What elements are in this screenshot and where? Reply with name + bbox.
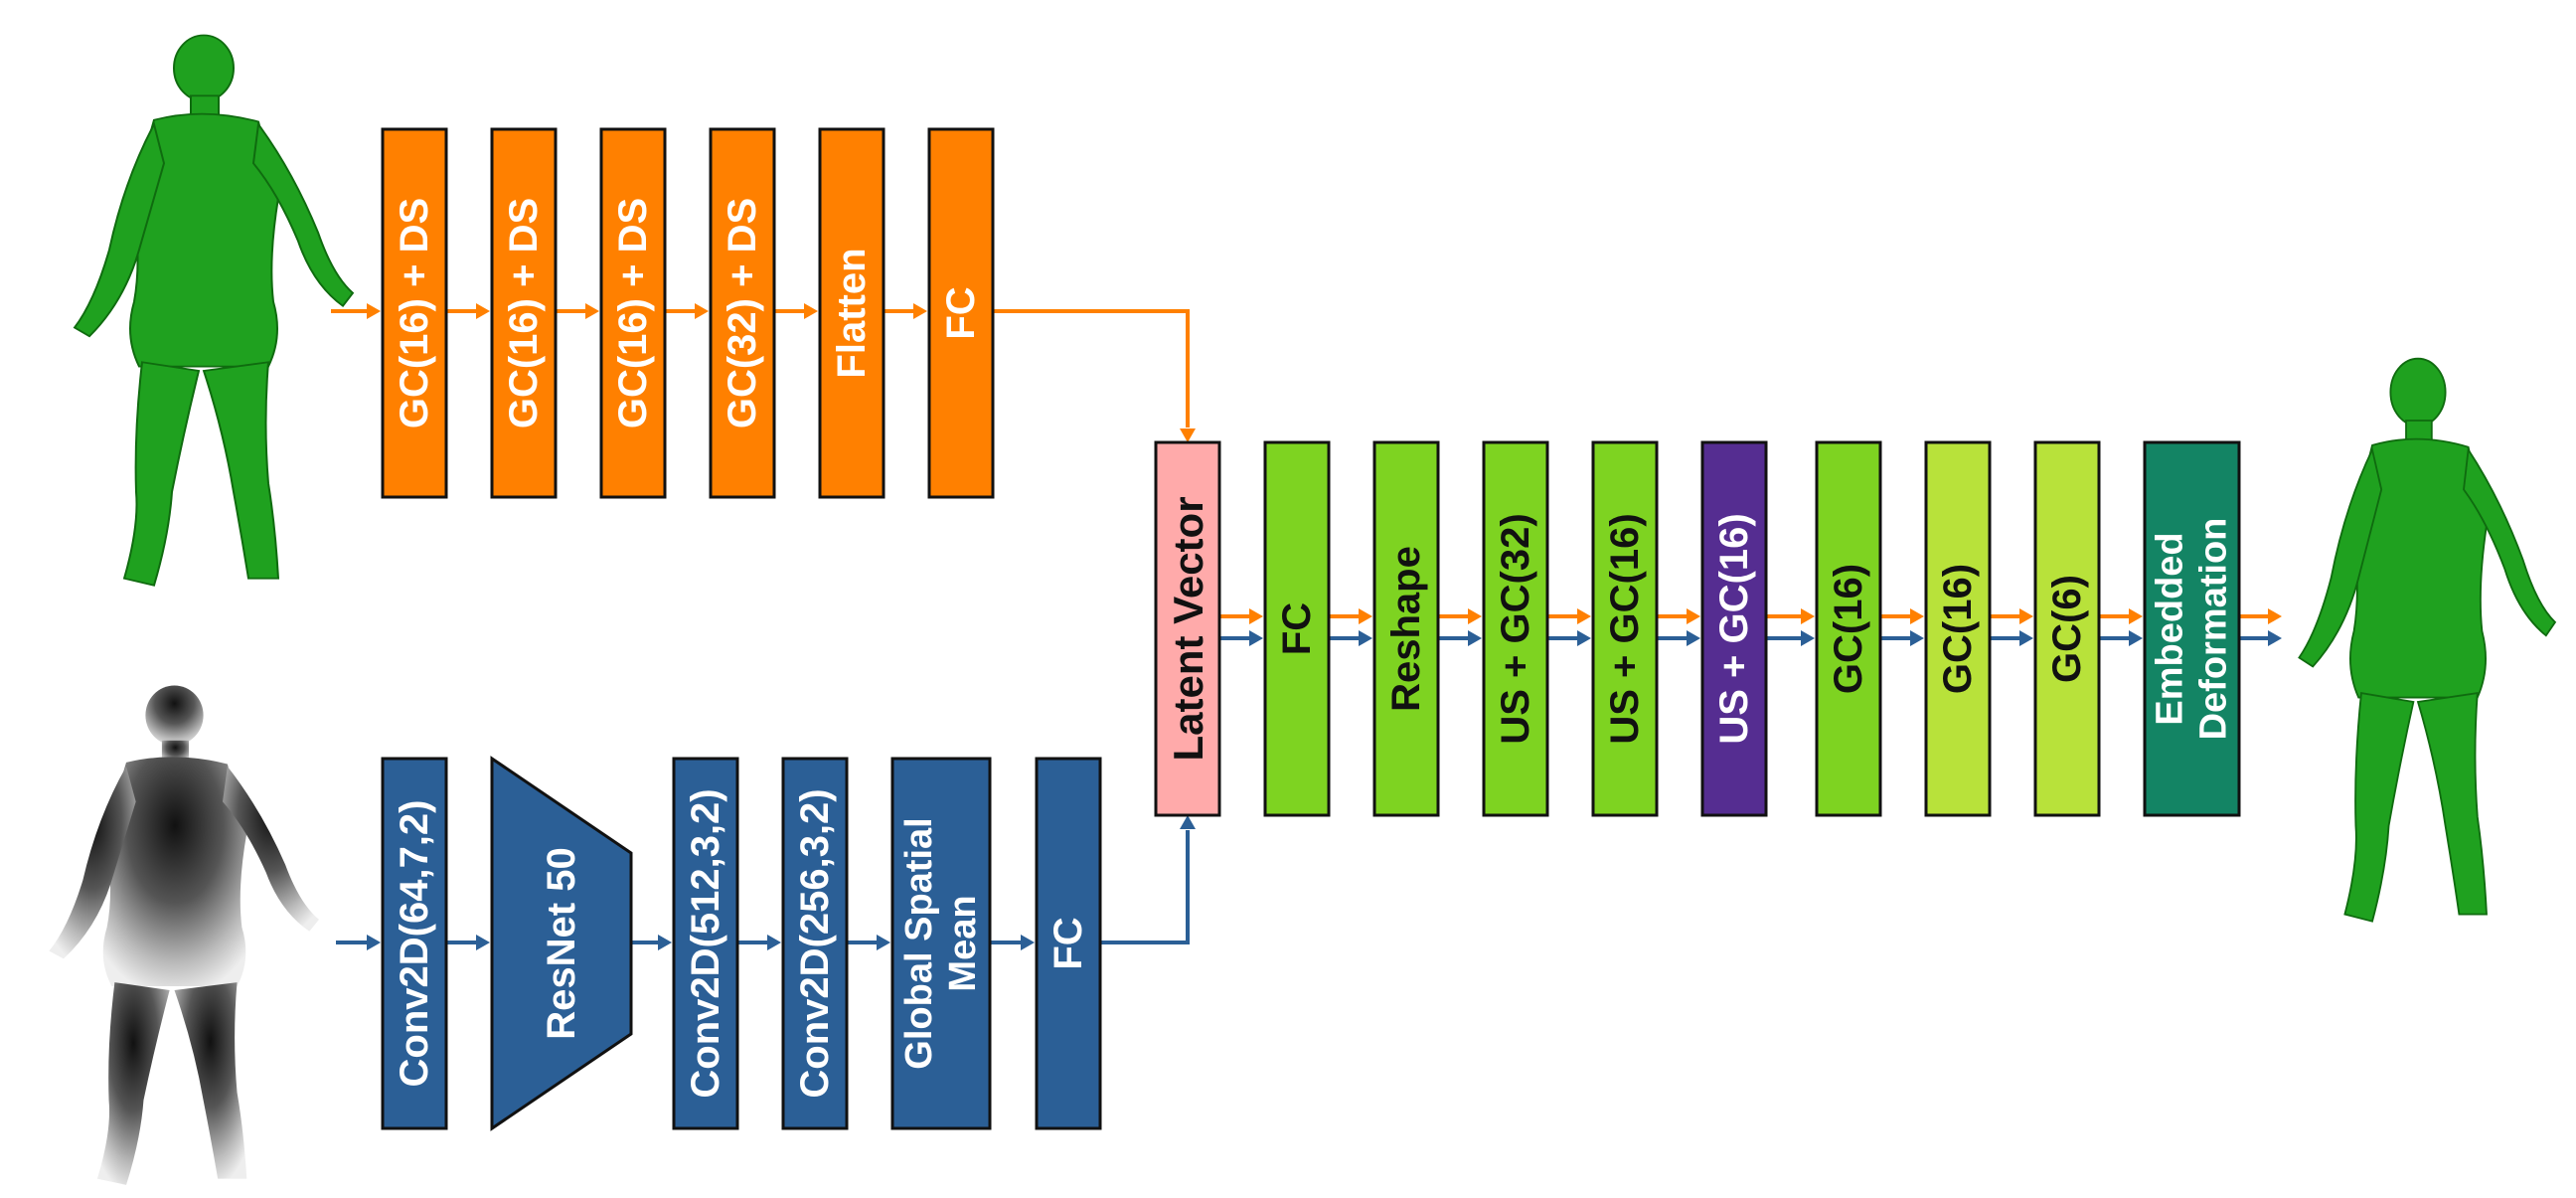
arrow-mesh-input-head	[367, 303, 381, 319]
arrow-dec-blue-10-head	[2268, 630, 2282, 646]
arrow-dec-orange-8-head	[2019, 608, 2033, 624]
image-encoder-block-5	[890, 757, 992, 1130]
image-encoder-block-4-label: Conv2D(256,3,2)	[793, 788, 837, 1098]
arrow-dec-blue-4-head	[1577, 630, 1591, 646]
arrow-image-enc-1-head	[476, 935, 490, 950]
decoder-block-9	[2143, 440, 2241, 817]
arrow-dec-orange-6-head	[1801, 608, 1815, 624]
decoder-block-4-label: US + GC(16)	[1603, 513, 1647, 744]
arrow-dec-blue-9-head	[2129, 630, 2143, 646]
mesh-encoder-block-3	[599, 127, 667, 499]
arrow-mesh-enc-5-head	[913, 303, 927, 319]
depth-image-figure	[49, 685, 319, 1185]
latent-vector-block-label: Latent Vector	[1165, 496, 1211, 761]
image-encoder-block-6-label: FC	[1046, 917, 1090, 969]
decoder-block-5-label: US + GC(16)	[1712, 513, 1756, 744]
image-encoder-block-3-label: Conv2D(512,3,2)	[684, 788, 727, 1098]
arrow-dec-orange-10-head	[2268, 608, 2282, 624]
arrow-image-input-head	[367, 935, 381, 950]
decoder-block-3-label: US + GC(32)	[1494, 513, 1537, 744]
arrow-mesh-to-latent-head	[1180, 428, 1196, 442]
decoder-block-6	[1815, 440, 1882, 817]
decoder-block-1-label: FC	[1275, 602, 1319, 655]
image-encoder-block-1-label: Conv2D(64,7,2)	[393, 800, 436, 1088]
mesh-encoder-block-5-label: Flatten	[830, 248, 874, 378]
mesh-encoder-block-2-label: GC(16) + DS	[502, 198, 546, 428]
decoder-block-5	[1700, 440, 1768, 817]
mesh-encoder-block-1	[381, 127, 448, 499]
arrow-dec-blue-2-head	[1359, 630, 1372, 646]
decoder-block-8-label: GC(6)	[2045, 575, 2089, 683]
decoder-block-7-label: GC(16)	[1936, 564, 1980, 694]
mesh-encoder-block-4-label: GC(32) + DS	[721, 198, 764, 428]
arrow-image-enc-4-head	[877, 935, 890, 950]
resnet50-label: ResNet 50	[540, 847, 583, 1039]
arrow-dec-orange-5-head	[1687, 608, 1700, 624]
decoder-block-2-label: Reshape	[1384, 546, 1428, 712]
arrow-image-to-latent-head	[1180, 815, 1196, 829]
resnet50-block	[490, 756, 633, 1131]
mesh-encoder-block-1-label: GC(16) + DS	[393, 198, 436, 428]
arrow-dec-blue-6-head	[1801, 630, 1815, 646]
arrow-dec-orange-1-head	[1249, 608, 1263, 624]
arrow-mesh-enc-3-head	[695, 303, 709, 319]
decoder-block-2	[1372, 440, 1440, 817]
arrow-dec-orange-3-head	[1468, 608, 1482, 624]
arrow-mesh-enc-2-head	[585, 303, 599, 319]
mesh-encoder-block-3-label: GC(16) + DS	[611, 198, 655, 428]
arrow-image-enc-2-head	[658, 935, 672, 950]
decoder-block-6-label: GC(16)	[1827, 564, 1870, 694]
image-encoder-block-4	[781, 757, 849, 1130]
image-encoder-block-6	[1035, 757, 1102, 1130]
decoder-block-8	[2033, 440, 2101, 817]
decoder-block-1	[1263, 440, 1331, 817]
image-encoder-block-1	[381, 757, 448, 1130]
arrow-image-to-latent-line	[1100, 830, 1190, 944]
arrow-dec-blue-7-head	[1910, 630, 1924, 646]
arrow-dec-orange-4-head	[1577, 608, 1591, 624]
arrow-dec-blue-5-head	[1687, 630, 1700, 646]
decoder-block-7	[1924, 440, 1992, 817]
input-mesh-figure	[73, 34, 355, 587]
mesh-encoder-block-6	[927, 127, 995, 499]
arrow-image-enc-5-head	[1021, 935, 1035, 950]
arrow-dec-blue-8-head	[2019, 630, 2033, 646]
latent-vector-block	[1154, 440, 1221, 817]
arrow-dec-blue-1-head	[1249, 630, 1263, 646]
arrow-mesh-enc-4-head	[804, 303, 818, 319]
image-encoder-block-3	[672, 757, 739, 1130]
arrow-dec-blue-3-head	[1468, 630, 1482, 646]
arrow-dec-orange-2-head	[1359, 608, 1372, 624]
mesh-encoder-block-2	[490, 127, 558, 499]
arrow-dec-orange-9-head	[2129, 608, 2143, 624]
output-mesh-figure	[2298, 357, 2557, 923]
arrow-mesh-enc-1-head	[476, 303, 490, 319]
image-encoder-block-5-label: Global SpatialMean	[898, 817, 984, 1069]
decoder-block-9-label: EmbeddedDeformation	[2150, 518, 2235, 741]
mesh-encoder-block-5	[818, 127, 886, 499]
arrow-image-enc-3-head	[767, 935, 781, 950]
decoder-block-3	[1482, 440, 1549, 817]
mesh-encoder-block-4	[709, 127, 776, 499]
arrow-dec-orange-7-head	[1910, 608, 1924, 624]
mesh-encoder-block-6-label: FC	[939, 286, 983, 339]
arrow-mesh-to-latent-line	[993, 309, 1190, 428]
decoder-block-4	[1591, 440, 1659, 817]
